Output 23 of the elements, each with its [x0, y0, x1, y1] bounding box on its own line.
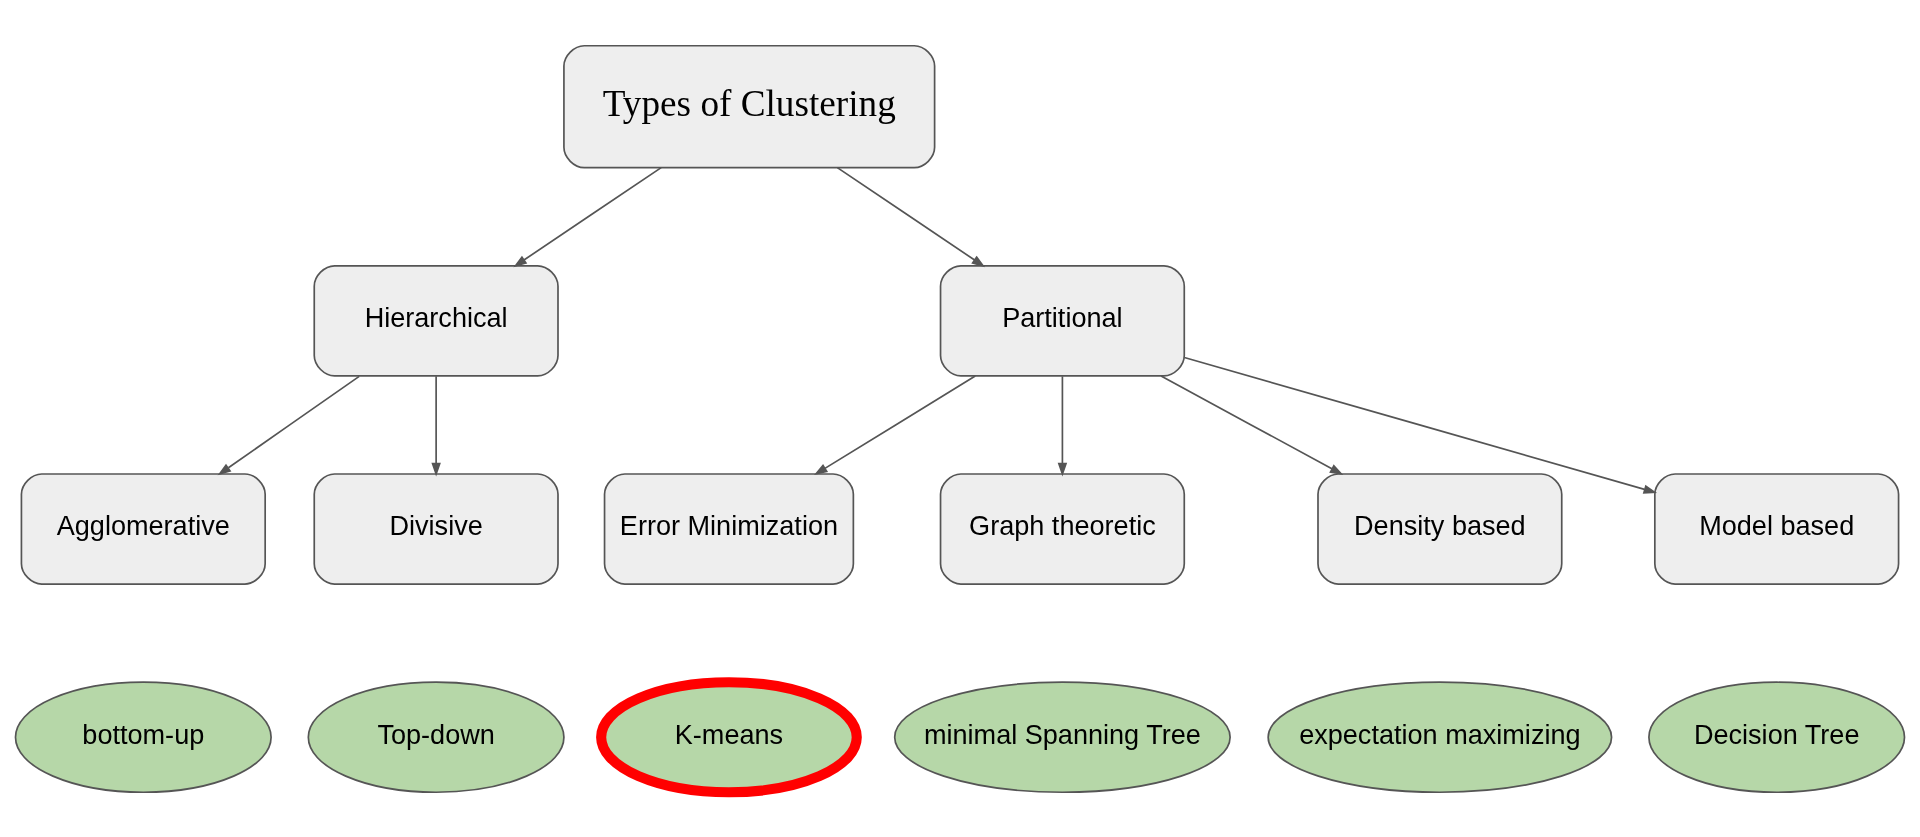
node-box: Error Minimization [603, 472, 855, 585]
node-box: Divisive [313, 472, 559, 585]
node-box: Graph theoretic [939, 472, 1186, 585]
arrow [1183, 356, 1658, 494]
node-box: Agglomerative [20, 472, 266, 585]
arrow [814, 374, 977, 475]
arrow [431, 375, 441, 476]
node-ellipse: bottom-up [14, 680, 272, 793]
node-box: Model based [1654, 472, 1900, 585]
node-box: Hierarchical [313, 264, 559, 377]
node-ellipse: Decision Tree [1648, 680, 1906, 793]
node-box: Types of Clustering [563, 44, 936, 168]
node-ellipse: minimal Spanning Tree [893, 680, 1231, 793]
node-box: Partitional [939, 264, 1186, 377]
arrow [1160, 374, 1344, 475]
node-ellipse: expectation maximizing [1267, 680, 1613, 793]
arrow [1057, 375, 1068, 476]
node-ellipse: K-means [596, 676, 862, 797]
arrow [836, 166, 986, 267]
arrow [513, 166, 663, 267]
node-ellipse: Top-down [307, 680, 565, 793]
arrow [217, 375, 361, 475]
node-box: Density based [1317, 472, 1563, 585]
